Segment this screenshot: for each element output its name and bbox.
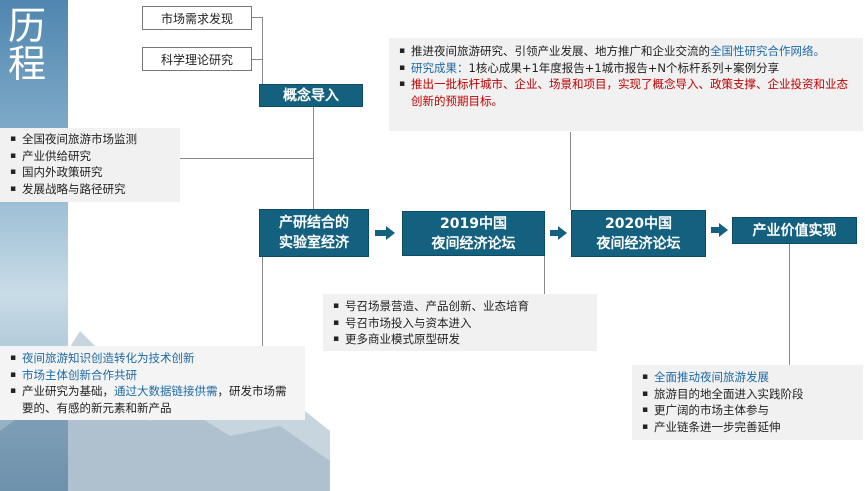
arrow-right-icon bbox=[719, 223, 728, 237]
connector bbox=[262, 17, 263, 85]
flow-line: 实验室经济 bbox=[279, 235, 349, 251]
note-highlight: 通过大数据链接供需 bbox=[114, 384, 218, 398]
note-text: 1核心成果+1年度报告+1城市报告+N个标杆系列+案例分享 bbox=[468, 60, 780, 75]
list-item: 全面推动夜间旅游发展 bbox=[642, 369, 855, 386]
list-item: 推出一批标杆城市、企业、场景和项目，实现了概念导入、政策支撑、企业投资和业态创新… bbox=[399, 76, 855, 109]
note-text: 推进夜间旅游研究、引领产业发展、地方推广和企业交流的 bbox=[411, 44, 710, 58]
list-item: 市场主体创新合作共研 bbox=[10, 367, 297, 384]
flow-industry-value: 产业价值实现 bbox=[732, 217, 857, 244]
arrow-right-icon bbox=[711, 227, 720, 233]
note-highlight: 研究成果： bbox=[411, 60, 469, 75]
flow-line: 夜间经济论坛 bbox=[431, 235, 516, 252]
connector bbox=[544, 256, 545, 294]
list-item: 更多商业模式原型研发 bbox=[333, 331, 589, 348]
concept-box: 概念导入 bbox=[259, 84, 363, 107]
list-item: 产业研究为基础，通过大数据链接供需，研发市场需要的、有感的新元素和新产品 bbox=[10, 383, 297, 416]
list-item: 号召场景营造、产品创新、业态培育 bbox=[333, 298, 589, 315]
list-item: 全国夜间旅游市场监测 bbox=[10, 131, 172, 148]
title-char-2: 程 bbox=[8, 42, 47, 86]
arrow-right-icon bbox=[550, 230, 559, 236]
top-right-notes: 推进夜间旅游研究、引领产业发展、地方推广和企业交流的全国性研究合作网络。 研究成… bbox=[389, 38, 863, 131]
list-item: 旅游目的地全面进入实践阶段 bbox=[642, 386, 855, 403]
note-highlight: 全国性研究合作网络。 bbox=[710, 44, 825, 58]
connector bbox=[262, 257, 263, 347]
list-item: 号召市场投入与资本进入 bbox=[333, 315, 589, 332]
bottom-right-notes: 全面推动夜间旅游发展 旅游目的地全面进入实践阶段 更广阔的市场主体参与 产业链条… bbox=[632, 365, 863, 440]
connector bbox=[789, 244, 790, 365]
flow-line: 2020中国 bbox=[605, 215, 672, 232]
note-text: ，研发市场需要的、有感的新元素和新产品 bbox=[22, 384, 287, 415]
connector bbox=[251, 17, 263, 18]
bottom-left-notes: 夜间旅游知识创造转化为技术创新 市场主体创新合作共研 产业研究为基础，通过大数据… bbox=[0, 346, 305, 420]
connector bbox=[180, 158, 314, 159]
arrow-right-icon bbox=[386, 226, 395, 240]
list-item: 国内外政策研究 bbox=[10, 164, 172, 181]
connector bbox=[251, 59, 263, 60]
connector bbox=[570, 132, 571, 210]
list-item: 夜间旅游知识创造转化为技术创新 bbox=[10, 350, 297, 367]
flow-forum-2019: 2019中国夜间经济论坛 bbox=[402, 211, 545, 256]
list-item: 更广阔的市场主体参与 bbox=[642, 402, 855, 419]
title-char-1: 历 bbox=[8, 4, 47, 48]
flow-line: 2019中国 bbox=[440, 215, 507, 232]
list-item: 推进夜间旅游研究、引领产业发展、地方推广和企业交流的全国性研究合作网络。 bbox=[399, 43, 855, 60]
note-text: 产业研究为基础， bbox=[22, 384, 114, 398]
flow-forum-2020: 2020中国夜间经济论坛 bbox=[571, 210, 706, 257]
list-item: 研究成果：1核心成果+1年度报告+1城市报告+N个标杆系列+案例分享 bbox=[399, 60, 855, 77]
flow-line: 产研结合的 bbox=[279, 215, 349, 231]
arrow-right-icon bbox=[375, 230, 387, 236]
list-item: 产业链条进一步完善延伸 bbox=[642, 419, 855, 436]
list-item: 产业供给研究 bbox=[10, 148, 172, 165]
middle-notes: 号召场景营造、产品创新、业态培育 号召市场投入与资本进入 更多商业模式原型研发 bbox=[323, 294, 597, 351]
left-notes: 全国夜间旅游市场监测 产业供给研究 国内外政策研究 发展战略与路径研究 bbox=[0, 128, 180, 202]
source-theory-research: 科学理论研究 bbox=[142, 47, 252, 71]
flow-lab-economy: 产研结合的实验室经济 bbox=[259, 209, 369, 257]
source-market-demand: 市场需求发现 bbox=[142, 6, 252, 30]
arrow-right-icon bbox=[558, 226, 567, 240]
list-item: 发展战略与路径研究 bbox=[10, 181, 172, 198]
flow-line: 夜间经济论坛 bbox=[596, 235, 681, 252]
